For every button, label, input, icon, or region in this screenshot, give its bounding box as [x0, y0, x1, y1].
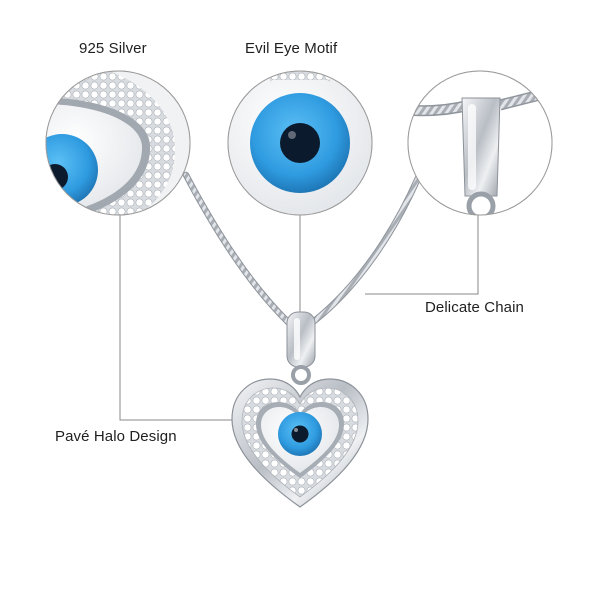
pave-detail-zoom-icon	[45, 70, 191, 216]
label-pave-halo-design: Pavé Halo Design	[55, 428, 177, 445]
label-delicate-chain: Delicate Chain	[425, 299, 524, 316]
leader-line-chain	[365, 215, 479, 295]
leader-line-pave	[119, 215, 240, 421]
pendant-bail-icon	[286, 311, 316, 385]
bail-chain-zoom-icon	[407, 70, 553, 216]
label-925-silver: 925 Silver	[79, 40, 147, 57]
evil-eye-zoom-icon	[227, 70, 373, 216]
label-evil-eye-motif: Evil Eye Motif	[245, 40, 338, 57]
snake-chain-icon	[182, 171, 422, 326]
heart-evil-eye-pendant-icon	[231, 378, 369, 508]
leader-lines	[119, 215, 479, 421]
